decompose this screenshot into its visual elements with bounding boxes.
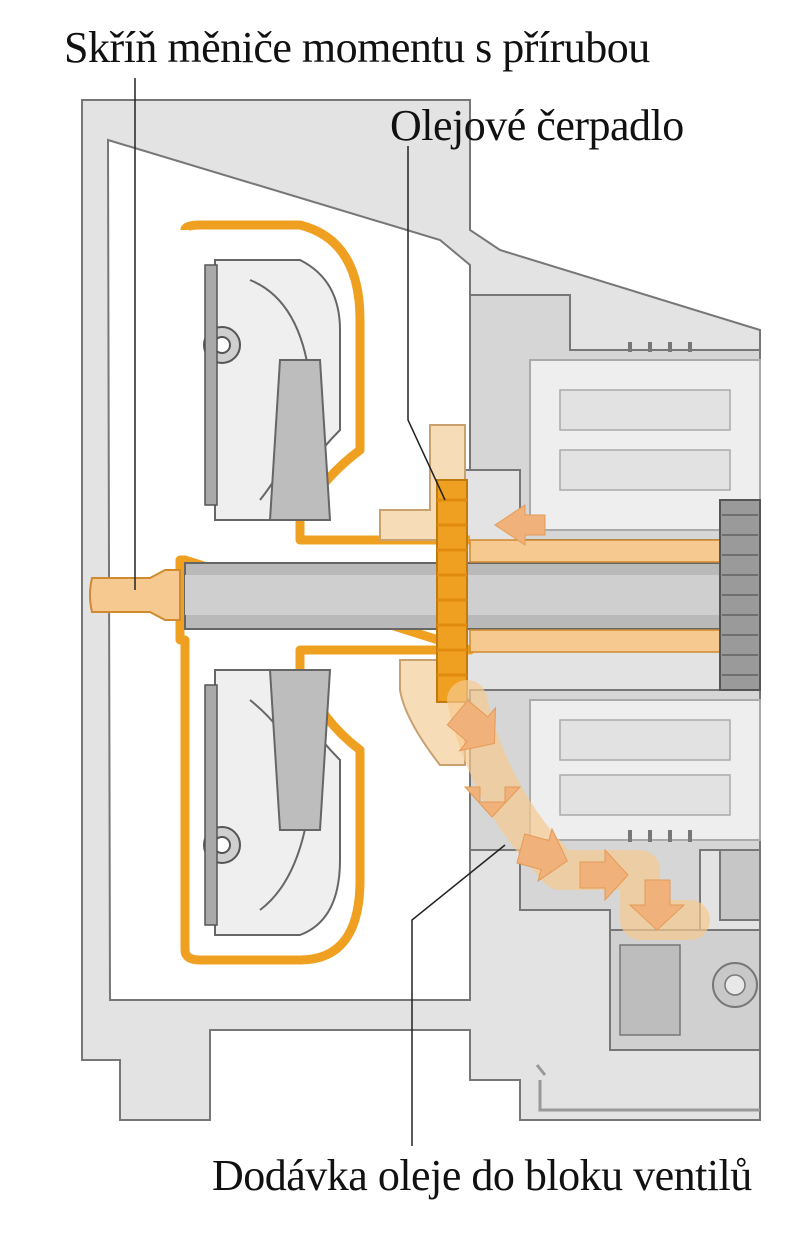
leader-lines bbox=[134, 78, 506, 1146]
converter-hub bbox=[89, 569, 181, 621]
arrow-icon bbox=[516, 827, 568, 883]
clutch-pack-lower bbox=[529, 699, 761, 842]
torque-converter bbox=[175, 220, 475, 965]
oil-pump-gear bbox=[436, 479, 468, 703]
oil-pump-label: Olejové čerpadlo bbox=[390, 101, 684, 150]
housing-label: Skříň měniče momentu s přírubou bbox=[64, 23, 650, 72]
arrow-icon bbox=[579, 848, 629, 902]
arrow-icon bbox=[446, 699, 497, 752]
arrow-icon bbox=[628, 879, 686, 931]
arrow-icon bbox=[463, 786, 522, 818]
valve-block bbox=[535, 849, 761, 1112]
oil-delivery-label: Dodávka oleje do bloku ventilů bbox=[212, 1151, 752, 1200]
arrow-icon bbox=[494, 504, 546, 546]
